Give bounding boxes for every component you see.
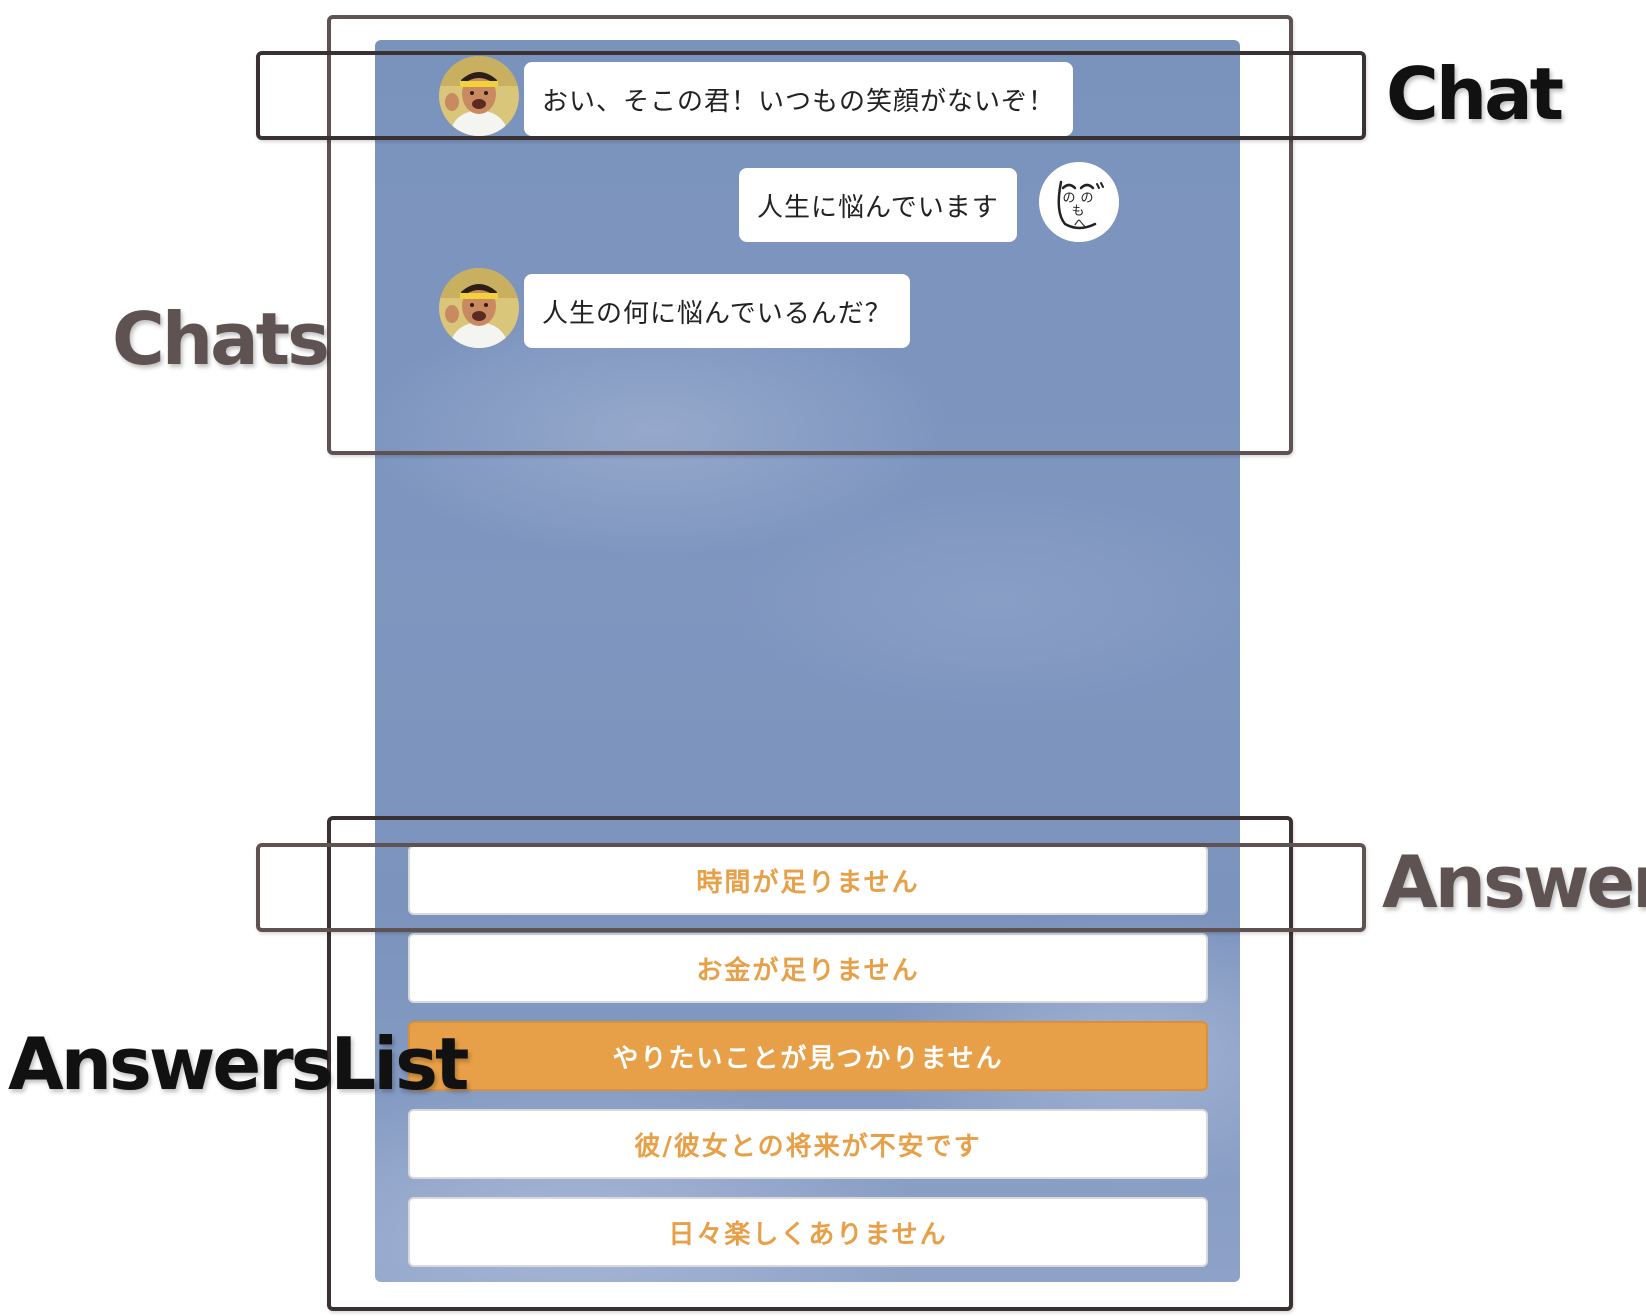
chat-message: 人生に悩んでいます の の も へ — [375, 162, 1240, 246]
bot-avatar-icon — [439, 56, 519, 136]
chat-bubble-bot: おい、そこの君！いつもの笑顔がないぞ！ — [524, 62, 1074, 136]
chat-bubble-bot: 人生の何に悩んでいるんだ？ — [524, 274, 910, 348]
avatar-eye-left: の — [1062, 191, 1075, 206]
chat-annotation-label: Chat — [1386, 52, 1564, 136]
answers-list-annotation-label: AnswersList — [8, 1022, 469, 1106]
answer-annotation-label: Answer — [1382, 840, 1646, 924]
avatar-eye-right: の — [1080, 191, 1093, 206]
answer-button[interactable]: お金が足りません — [408, 933, 1208, 1003]
chat-message: 人生の何に悩んでいるんだ？ — [375, 268, 1240, 352]
chats-annotation-label: Chats — [112, 297, 330, 381]
user-avatar-icon: の の も へ — [1039, 162, 1119, 242]
answer-annotation-box — [256, 843, 1366, 932]
avatar-mouth: へ — [1073, 217, 1086, 232]
answer-button-selected[interactable]: やりたいことが見つかりません — [408, 1021, 1208, 1091]
avatar-nose: も — [1071, 204, 1084, 219]
answer-button[interactable]: 彼/彼女との将来が不安です — [408, 1109, 1208, 1179]
answers-list-annotation-box — [327, 816, 1293, 1311]
chats-annotation-box — [327, 15, 1293, 455]
chat-bubble-user: 人生に悩んでいます — [739, 168, 1017, 242]
chat-message: おい、そこの君！いつもの笑顔がないぞ！ — [375, 56, 1240, 140]
chat-annotation-box — [256, 51, 1366, 140]
answer-button[interactable]: 日々楽しくありません — [408, 1197, 1208, 1267]
